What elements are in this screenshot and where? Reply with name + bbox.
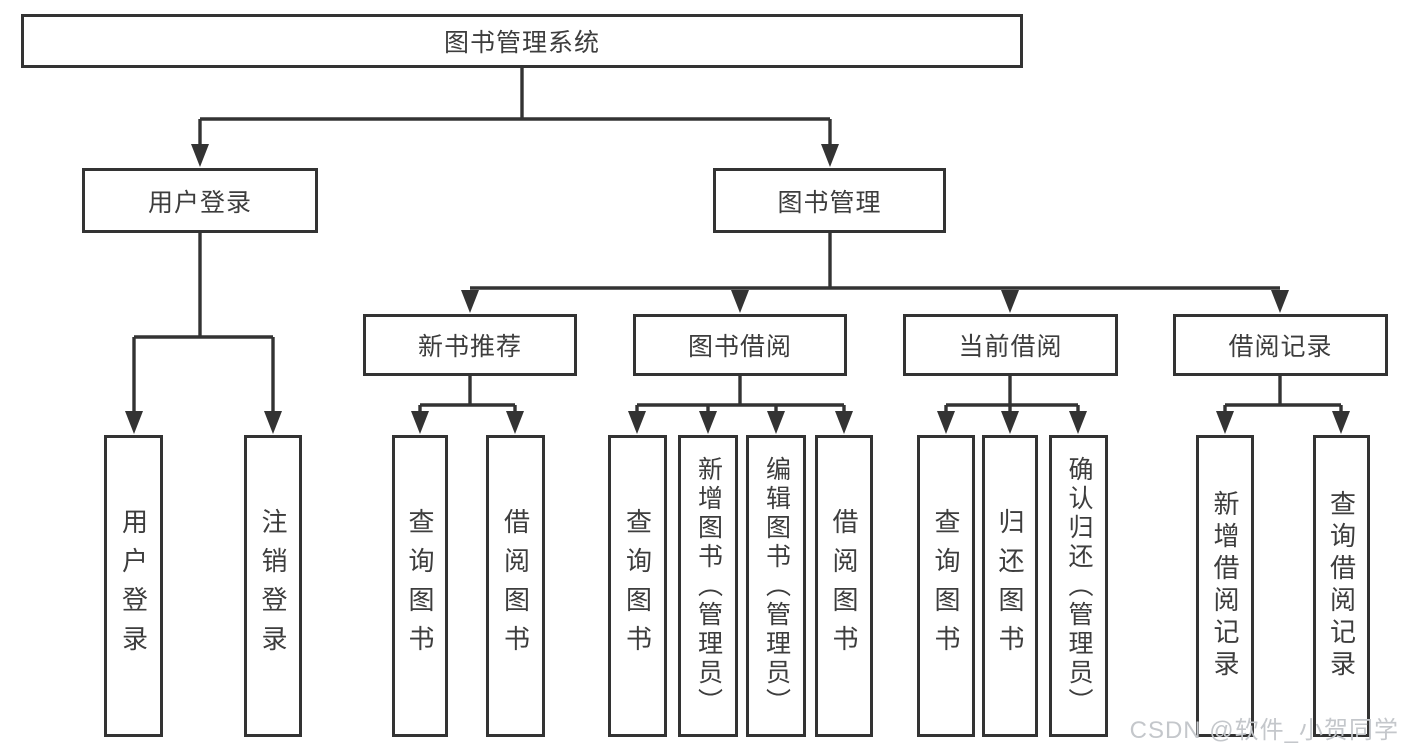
- connector-current-borrow-to-leaves: [937, 376, 1087, 434]
- leaf-borrow-books-1: 借阅图书: [486, 435, 545, 737]
- connector-line: [1223, 376, 1343, 416]
- arrow-head: [1271, 290, 1289, 313]
- arrow-head: [937, 411, 955, 434]
- arrow-head: [1001, 290, 1019, 313]
- arrow-head: [821, 144, 839, 167]
- arrow-head: [835, 411, 853, 434]
- leaf-query-books-1: 查询图书: [392, 435, 448, 737]
- arrow-head: [125, 411, 143, 434]
- connector-book-mgmt-to-level3: [461, 233, 1289, 313]
- arrow-head: [506, 411, 524, 434]
- arrow-head: [699, 411, 717, 434]
- leaf-confirm-return-admin: 确认归还（管理员）: [1049, 435, 1108, 737]
- node-borrowing-records: 借阅记录: [1173, 314, 1388, 376]
- arrow-head: [411, 411, 429, 434]
- leaf-query-books-3: 查询图书: [917, 435, 975, 737]
- connector-user-login-to-leaves: [125, 233, 282, 434]
- connector-new-book-rec-to-leaves: [411, 376, 524, 434]
- connector-root-to-level2: [191, 68, 839, 167]
- connector-line: [132, 233, 275, 416]
- arrow-head: [1001, 411, 1019, 434]
- node-new-book-recommend: 新书推荐: [363, 314, 577, 376]
- arrow-head: [1216, 411, 1234, 434]
- leaf-query-books-2: 查询图书: [608, 435, 667, 737]
- arrow-head: [1332, 411, 1350, 434]
- connector-line: [470, 233, 1280, 290]
- leaf-add-borrow-record: 新增借阅记录: [1196, 435, 1254, 737]
- csdn-watermark: CSDN @软件_小贺同学: [1129, 717, 1399, 744]
- connector-book-borrow-to-leaves: [628, 376, 853, 434]
- node-current-borrowing: 当前借阅: [903, 314, 1118, 376]
- node-root-library-system: 图书管理系统: [21, 14, 1023, 68]
- connector-line: [418, 376, 517, 416]
- connector-borrow-records-to-leaves: [1216, 376, 1350, 434]
- arrow-head: [1069, 411, 1087, 434]
- leaf-return-books: 归还图书: [982, 435, 1038, 737]
- connector-line: [198, 68, 832, 150]
- leaf-edit-books-admin: 编辑图书（管理员）: [746, 435, 806, 737]
- arrow-head: [767, 411, 785, 434]
- leaf-logout: 注销登录: [244, 435, 302, 737]
- node-user-login: 用户登录: [82, 168, 318, 233]
- node-book-management: 图书管理: [713, 168, 946, 233]
- leaf-add-books-admin: 新增图书（管理员）: [678, 435, 738, 737]
- arrow-head: [628, 411, 646, 434]
- connector-line: [944, 376, 1080, 416]
- leaf-borrow-books-2: 借阅图书: [815, 435, 873, 737]
- node-book-borrowing: 图书借阅: [633, 314, 847, 376]
- arrow-head: [191, 144, 209, 167]
- arrow-head: [264, 411, 282, 434]
- arrow-head: [731, 290, 749, 313]
- arrow-head: [461, 290, 479, 313]
- connector-line: [635, 376, 846, 416]
- leaf-query-borrow-record: 查询借阅记录: [1313, 435, 1370, 737]
- leaf-user-login: 用户登录: [104, 435, 163, 737]
